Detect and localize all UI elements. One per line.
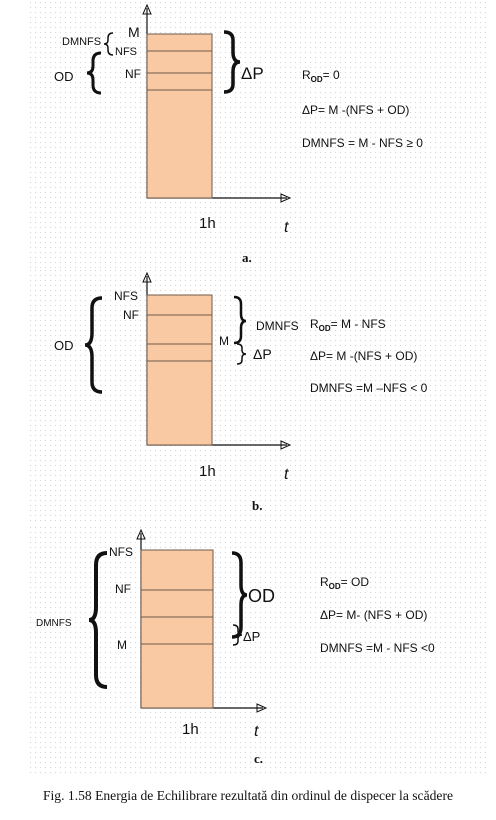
energy-bar <box>140 549 214 709</box>
label-nfs: NFS <box>109 545 133 559</box>
label-m: M <box>219 334 229 348</box>
panel-c: NFS NF M DMNFS OD ΔP 1h t ROD= OD ΔP= M-… <box>0 525 496 793</box>
energy-bar <box>146 294 213 446</box>
label-od: OD <box>248 586 275 606</box>
label-nfs: NFS <box>114 289 138 303</box>
label-nfs: NFS <box>115 46 137 58</box>
equation-r-od: ROD= 0 <box>302 68 340 84</box>
panel-caption: c. <box>254 751 263 766</box>
od-brace <box>86 51 102 95</box>
label-m: M <box>128 24 140 40</box>
figure-caption: Fig. 1.58 Energia de Echilibrare rezulta… <box>42 788 454 803</box>
label-nf: NF <box>123 308 139 322</box>
x-axis-label-t: t <box>284 466 289 483</box>
y-axis-arrow <box>136 528 146 540</box>
y-axis-arrow <box>142 3 152 15</box>
label-delta-p: ΔP <box>243 629 260 644</box>
diagram-a: M DMNFS NFS NF OD ΔP 1h t ROD= 0 ΔP= M -… <box>54 3 423 265</box>
x-axis-label-t: t <box>284 219 289 236</box>
x-axis-label-t: t <box>254 723 259 740</box>
equation-r-od: ROD= OD <box>320 575 369 591</box>
delta-p-brace <box>236 343 247 365</box>
od-brace <box>84 296 103 394</box>
equation-delta-p: ΔP= M -(NFS + OD) <box>310 349 417 363</box>
equation-dmnfs: DMNFS =M –NFS < 0 <box>310 381 428 395</box>
panel-a: M DMNFS NFS NF OD ΔP 1h t ROD= 0 ΔP= M -… <box>0 0 496 268</box>
dotted-background <box>28 268 490 524</box>
dmnfs-brace <box>88 551 108 689</box>
x-tick-1h: 1h <box>199 463 216 480</box>
label-dmnfs: DMNFS <box>36 618 72 629</box>
label-od: OD <box>54 338 74 353</box>
energy-bar <box>146 33 213 199</box>
od-brace <box>231 551 248 639</box>
diagram-c: NFS NF M DMNFS OD ΔP 1h t ROD= OD ΔP= M-… <box>36 528 435 766</box>
x-axis-arrow <box>280 193 292 203</box>
x-tick-1h: 1h <box>199 215 216 232</box>
panel-caption: b. <box>252 498 262 513</box>
label-dmnfs: DMNFS <box>256 319 299 333</box>
delta-p-brace <box>223 30 241 94</box>
panel-caption: a. <box>242 250 252 265</box>
y-axis-arrow <box>142 271 152 283</box>
x-axis-arrow <box>280 440 292 450</box>
dotted-background <box>28 525 490 775</box>
delta-p-brace <box>232 624 243 646</box>
x-tick-1h: 1h <box>182 721 199 738</box>
label-delta-p: ΔP <box>241 64 264 83</box>
x-axis-arrow <box>256 703 268 713</box>
equation-delta-p: ΔP= M- (NFS + OD) <box>320 608 427 622</box>
label-m: M <box>117 638 127 652</box>
label-dmnfs: DMNFS <box>62 36 101 48</box>
equation-delta-p: ΔP= M -(NFS + OD) <box>302 103 409 117</box>
label-nf: NF <box>125 67 141 81</box>
panel-b: NFS NF OD M DMNFS ΔP 1h t ROD= M - NFS Δ… <box>0 268 496 536</box>
equation-dmnfs: DMNFS = M - NFS ≥ 0 <box>302 136 423 150</box>
label-delta-p: ΔP <box>253 346 272 362</box>
equation-r-od: ROD= M - NFS <box>310 317 386 333</box>
label-od: OD <box>54 69 74 84</box>
dmnfs-brace <box>233 295 247 345</box>
label-nf: NF <box>115 582 131 596</box>
dmnfs-brace <box>103 32 114 56</box>
diagram-b: NFS NF OD M DMNFS ΔP 1h t ROD= M - NFS Δ… <box>54 271 428 513</box>
equation-dmnfs: DMNFS =M - NFS <0 <box>320 641 435 655</box>
